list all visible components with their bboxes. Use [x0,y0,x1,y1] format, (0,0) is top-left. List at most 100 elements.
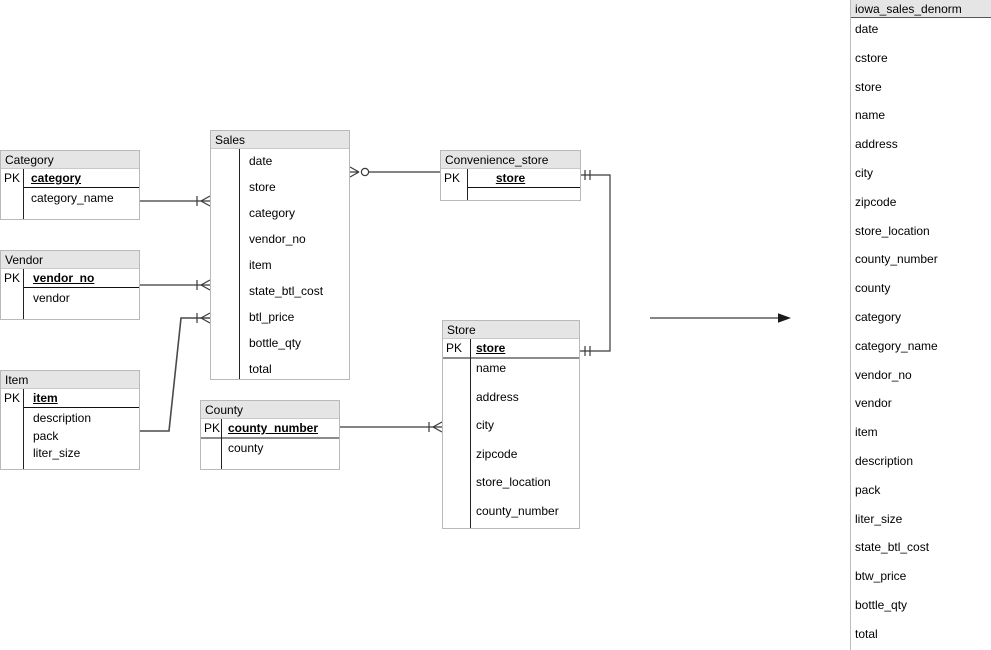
pk-separator [23,187,139,188]
denorm-field-row: bottle_qty [855,597,908,612]
pk-label: PK [4,271,21,285]
relationship-vendor-sales[interactable] [140,279,211,291]
relationship-category-sales[interactable] [140,195,211,207]
pk-field-name: store [495,171,526,185]
field-row: county [228,441,264,455]
field-row: vendor [33,291,70,305]
field-list [441,188,580,200]
field-row: county_number [476,503,559,518]
pk-column-divider [239,149,240,379]
field-list: category_name [1,188,139,219]
field-row: category [249,206,296,220]
denorm-field-row: cstore [855,50,888,65]
denorm-field-row: date [855,22,879,36]
denorm-field-row: store_location [855,223,930,238]
denorm-field-row: address [855,137,898,152]
field-row: name [476,361,507,375]
pk-row: PK item [1,389,139,408]
denorm-field-row: btw_price [855,569,907,584]
denorm-field-row: pack [855,482,881,497]
field-row: description [33,411,92,425]
pk-field-name: category [31,171,82,185]
denorm-field-row: name [855,108,886,123]
entity-title: Store [443,321,579,339]
pk-label: PK [446,341,463,355]
field-row: liter_size [33,446,81,460]
pk-field-name: item [33,391,58,405]
pk-row: PK store [441,169,580,188]
pk-column-divider [221,419,222,469]
denorm-field-row: city [855,165,873,180]
entity-title: Convenience_store [441,151,580,169]
pk-row: PK category [1,169,139,188]
pk-row: PK vendor_no [1,269,139,288]
entity-title: County [201,401,339,419]
pk-column-divider [23,389,24,469]
field-row: total [249,362,272,376]
field-row: date [249,154,273,168]
denorm-field-row: state_btl_cost [855,540,930,555]
field-row: address [476,389,519,404]
field-row: store_location [476,475,551,490]
denorm-field-row: description [855,453,914,468]
pk-row: PK county_number [201,419,339,438]
pk-label: PK [444,171,461,185]
pk-column-divider [23,169,24,219]
pk-label: PK [4,171,21,185]
denorm-field-row: store [855,79,882,94]
pk-separator [467,187,580,188]
denorm-field-row: item [855,425,878,440]
denorm-field-row: category [855,309,902,324]
denormalize-arrow [650,313,791,323]
denorm-field-row: total [855,626,878,641]
pk-separator [201,437,339,439]
pk-field-name: vendor_no [33,271,95,285]
denorm-field-row: county_number [855,252,938,267]
pk-field-name: county_number [228,421,319,435]
denorm-field-row: category_name [855,338,938,353]
field-row: pack [33,428,59,443]
pk-column-divider [470,339,471,528]
field-row: store [249,180,276,194]
field-row: item [249,258,272,272]
field-list: vendor [1,288,139,319]
field-row: zipcode [476,446,518,461]
pk-separator [443,357,579,359]
relationship-item-sales[interactable] [140,312,211,432]
field-row: state_btl_cost [249,284,324,298]
pk-column-divider [467,169,468,200]
pk-label: PK [4,391,21,405]
field-list: county [201,438,339,469]
entity-title: Category [1,151,139,169]
entity-title: Item [1,371,139,389]
relationship-convenience-store-store[interactable] [580,170,611,356]
entity-title: Sales [211,131,349,149]
field-row: category_name [31,191,114,205]
pk-label: PK [204,421,221,435]
entity-title: iowa_sales_denorm [851,0,991,18]
pk-column-divider [23,269,24,319]
field-row: vendor_no [249,232,306,246]
denorm-field-row: liter_size [855,511,903,526]
denorm-field-row: zipcode [855,194,897,209]
field-list: description pack liter_size [1,408,139,469]
pk-separator [23,287,139,288]
pk-separator [23,407,139,408]
field-row: btl_price [249,310,295,324]
field-row: bottle_qty [249,336,302,350]
pk-field-name: store [476,341,506,355]
entity-iowa-sales-denorm[interactable]: iowa_sales_denorm date cstore store name add… [850,0,991,650]
relationship-sales-convenience-store[interactable] [349,166,440,178]
relationship-county-store[interactable] [340,421,443,433]
denorm-field-row: vendor_no [855,367,912,382]
